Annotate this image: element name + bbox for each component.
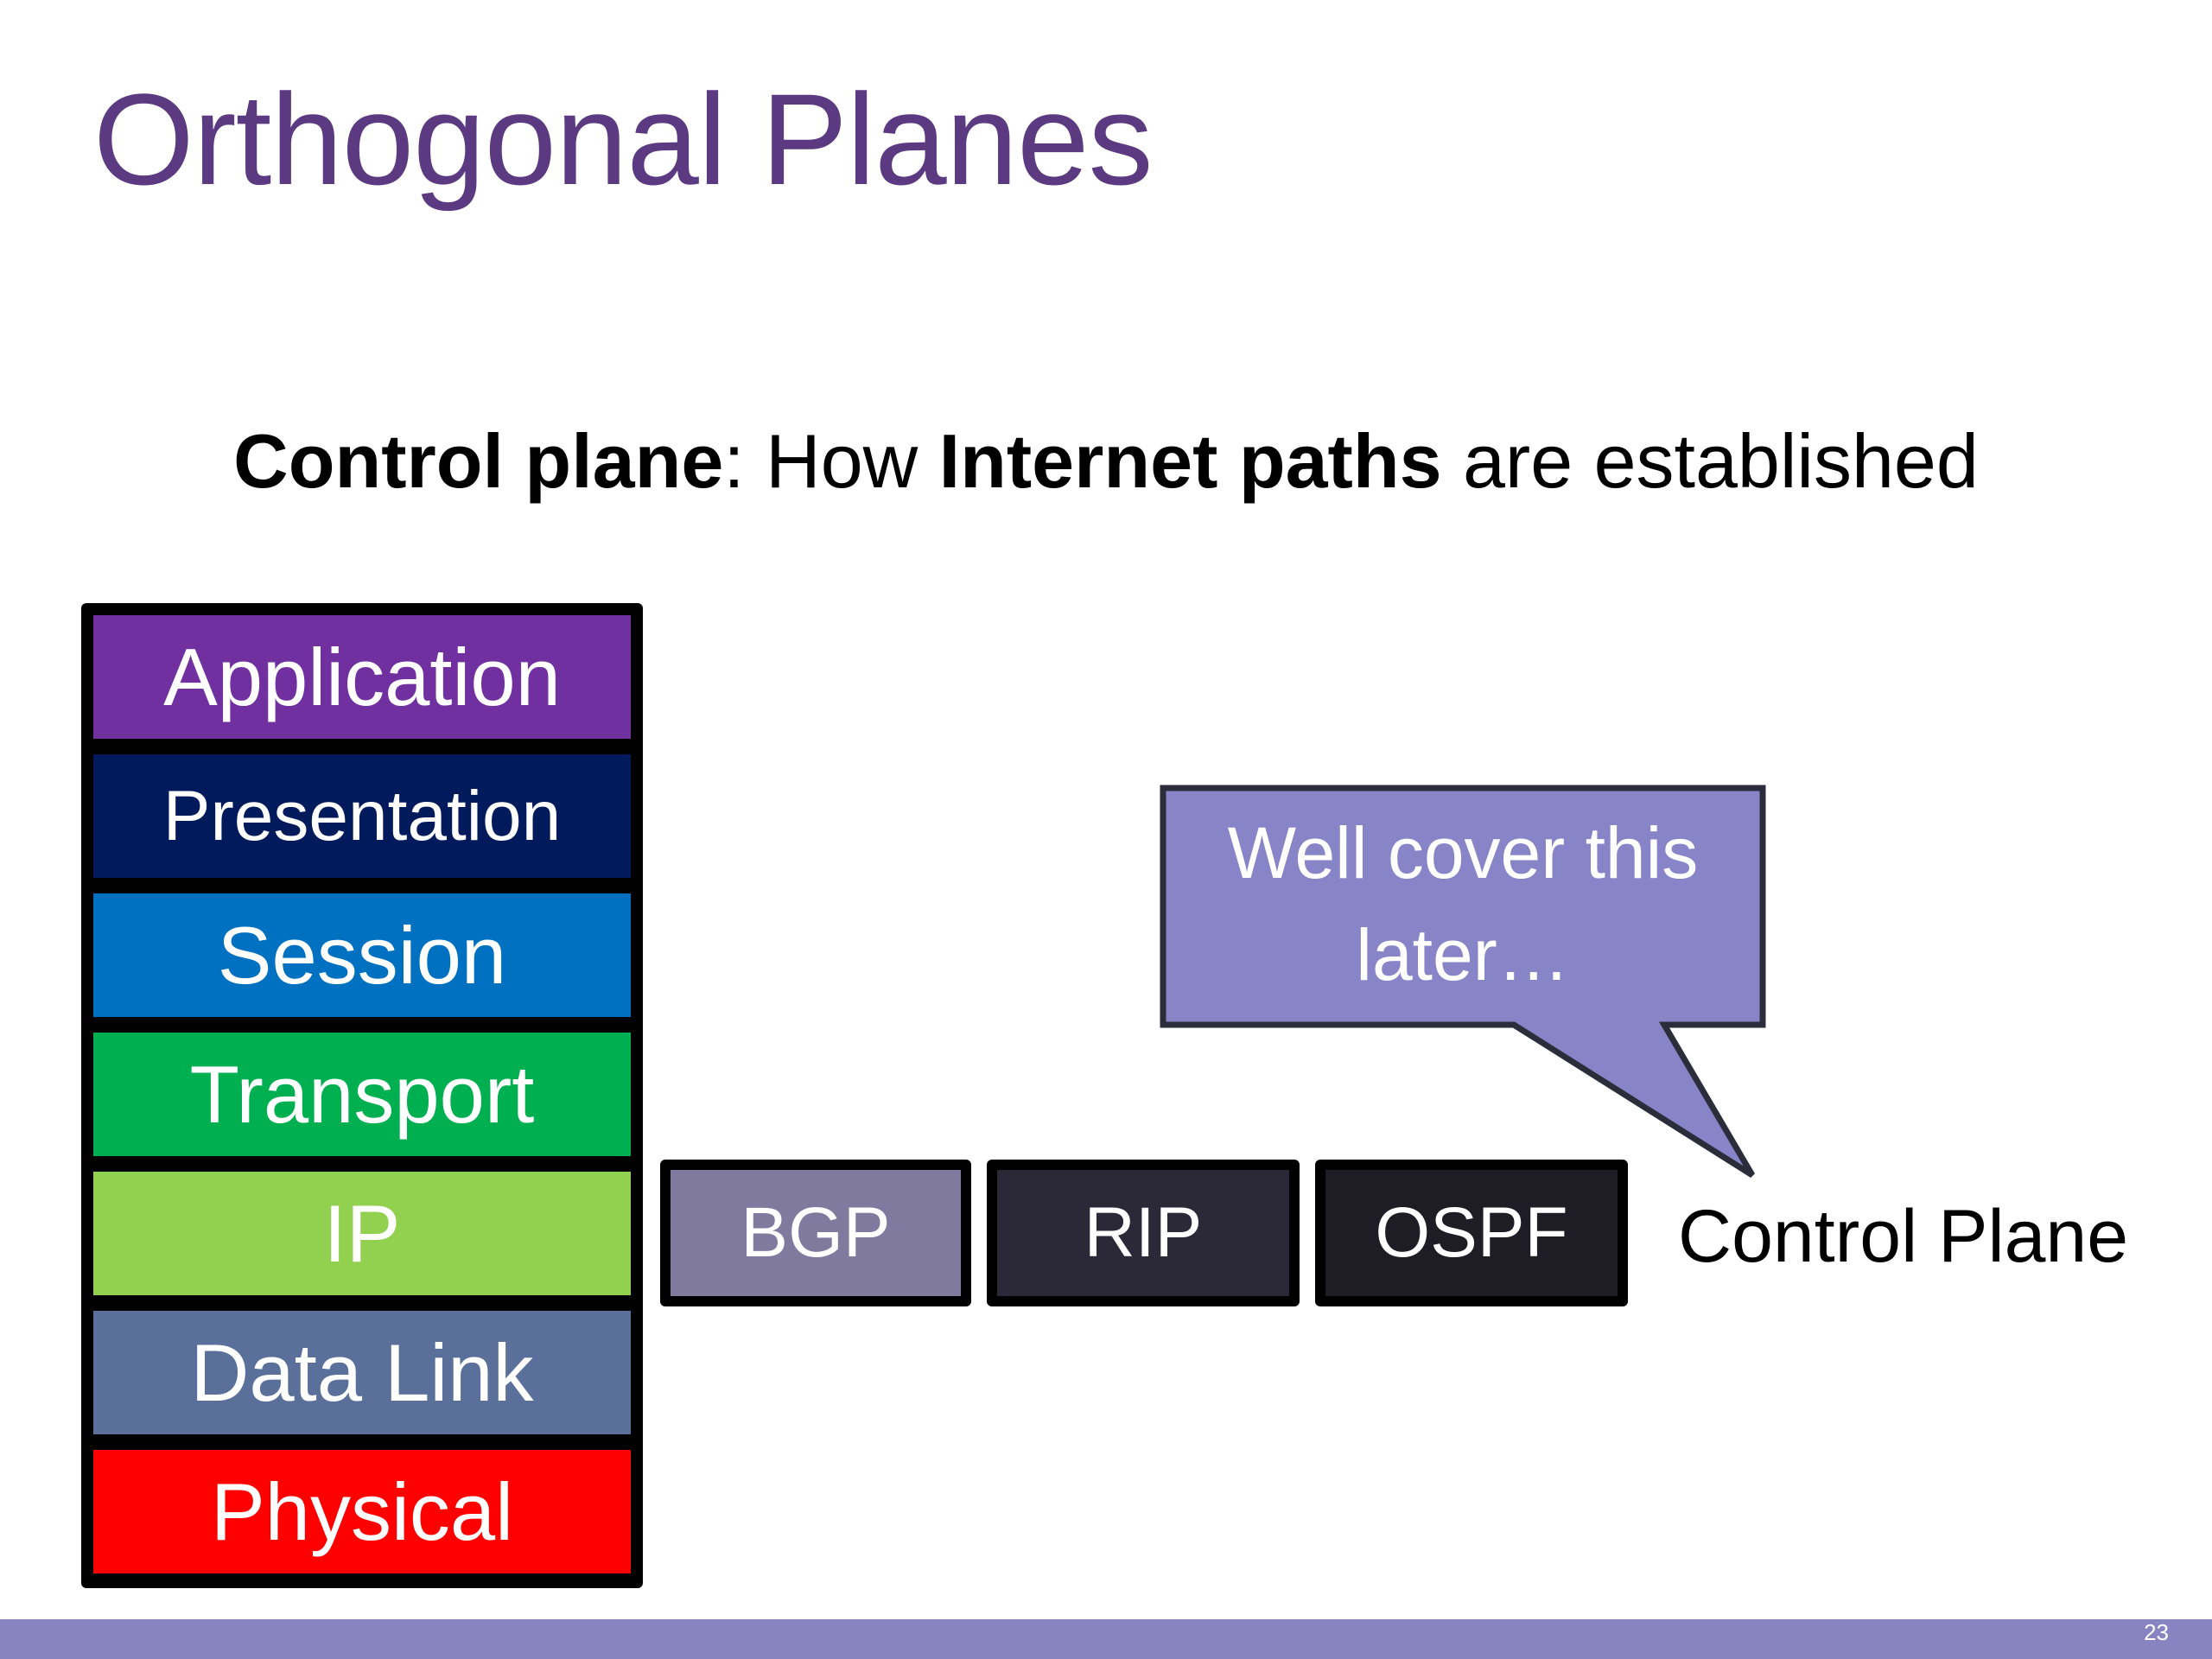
protocol-rip: RIP [987,1160,1300,1306]
control-plane-label: Control Plane [1678,1195,2129,1278]
protocol-bgp: BGP [660,1160,971,1306]
footer-bar [0,1619,2212,1659]
layer-session: Session [93,893,631,1017]
layer-application: Application [93,615,631,739]
slide-title: Orthogonal Planes [93,67,1153,212]
layer-presentation: Presentation [93,754,631,878]
subtitle-internet-paths: Internet paths [938,418,1442,504]
layer-transport: Transport [93,1033,631,1156]
osi-layer-stack: Application Presentation Session Transpo… [81,603,643,1588]
callout-text: Well cover this later… [1227,812,1699,995]
layer-ip: IP [93,1172,631,1295]
layer-physical: Physical [93,1450,631,1573]
subtitle-text-1: : How [723,418,939,504]
slide-subtitle: Control plane: How Internet paths are es… [0,423,2212,499]
protocol-ospf: OSPF [1315,1160,1628,1306]
subtitle-control-plane: Control plane [233,418,724,504]
layer-data-link: Data Link [93,1311,631,1434]
page-number: 23 [2144,1619,2169,1645]
subtitle-text-2: are established [1441,418,1979,504]
